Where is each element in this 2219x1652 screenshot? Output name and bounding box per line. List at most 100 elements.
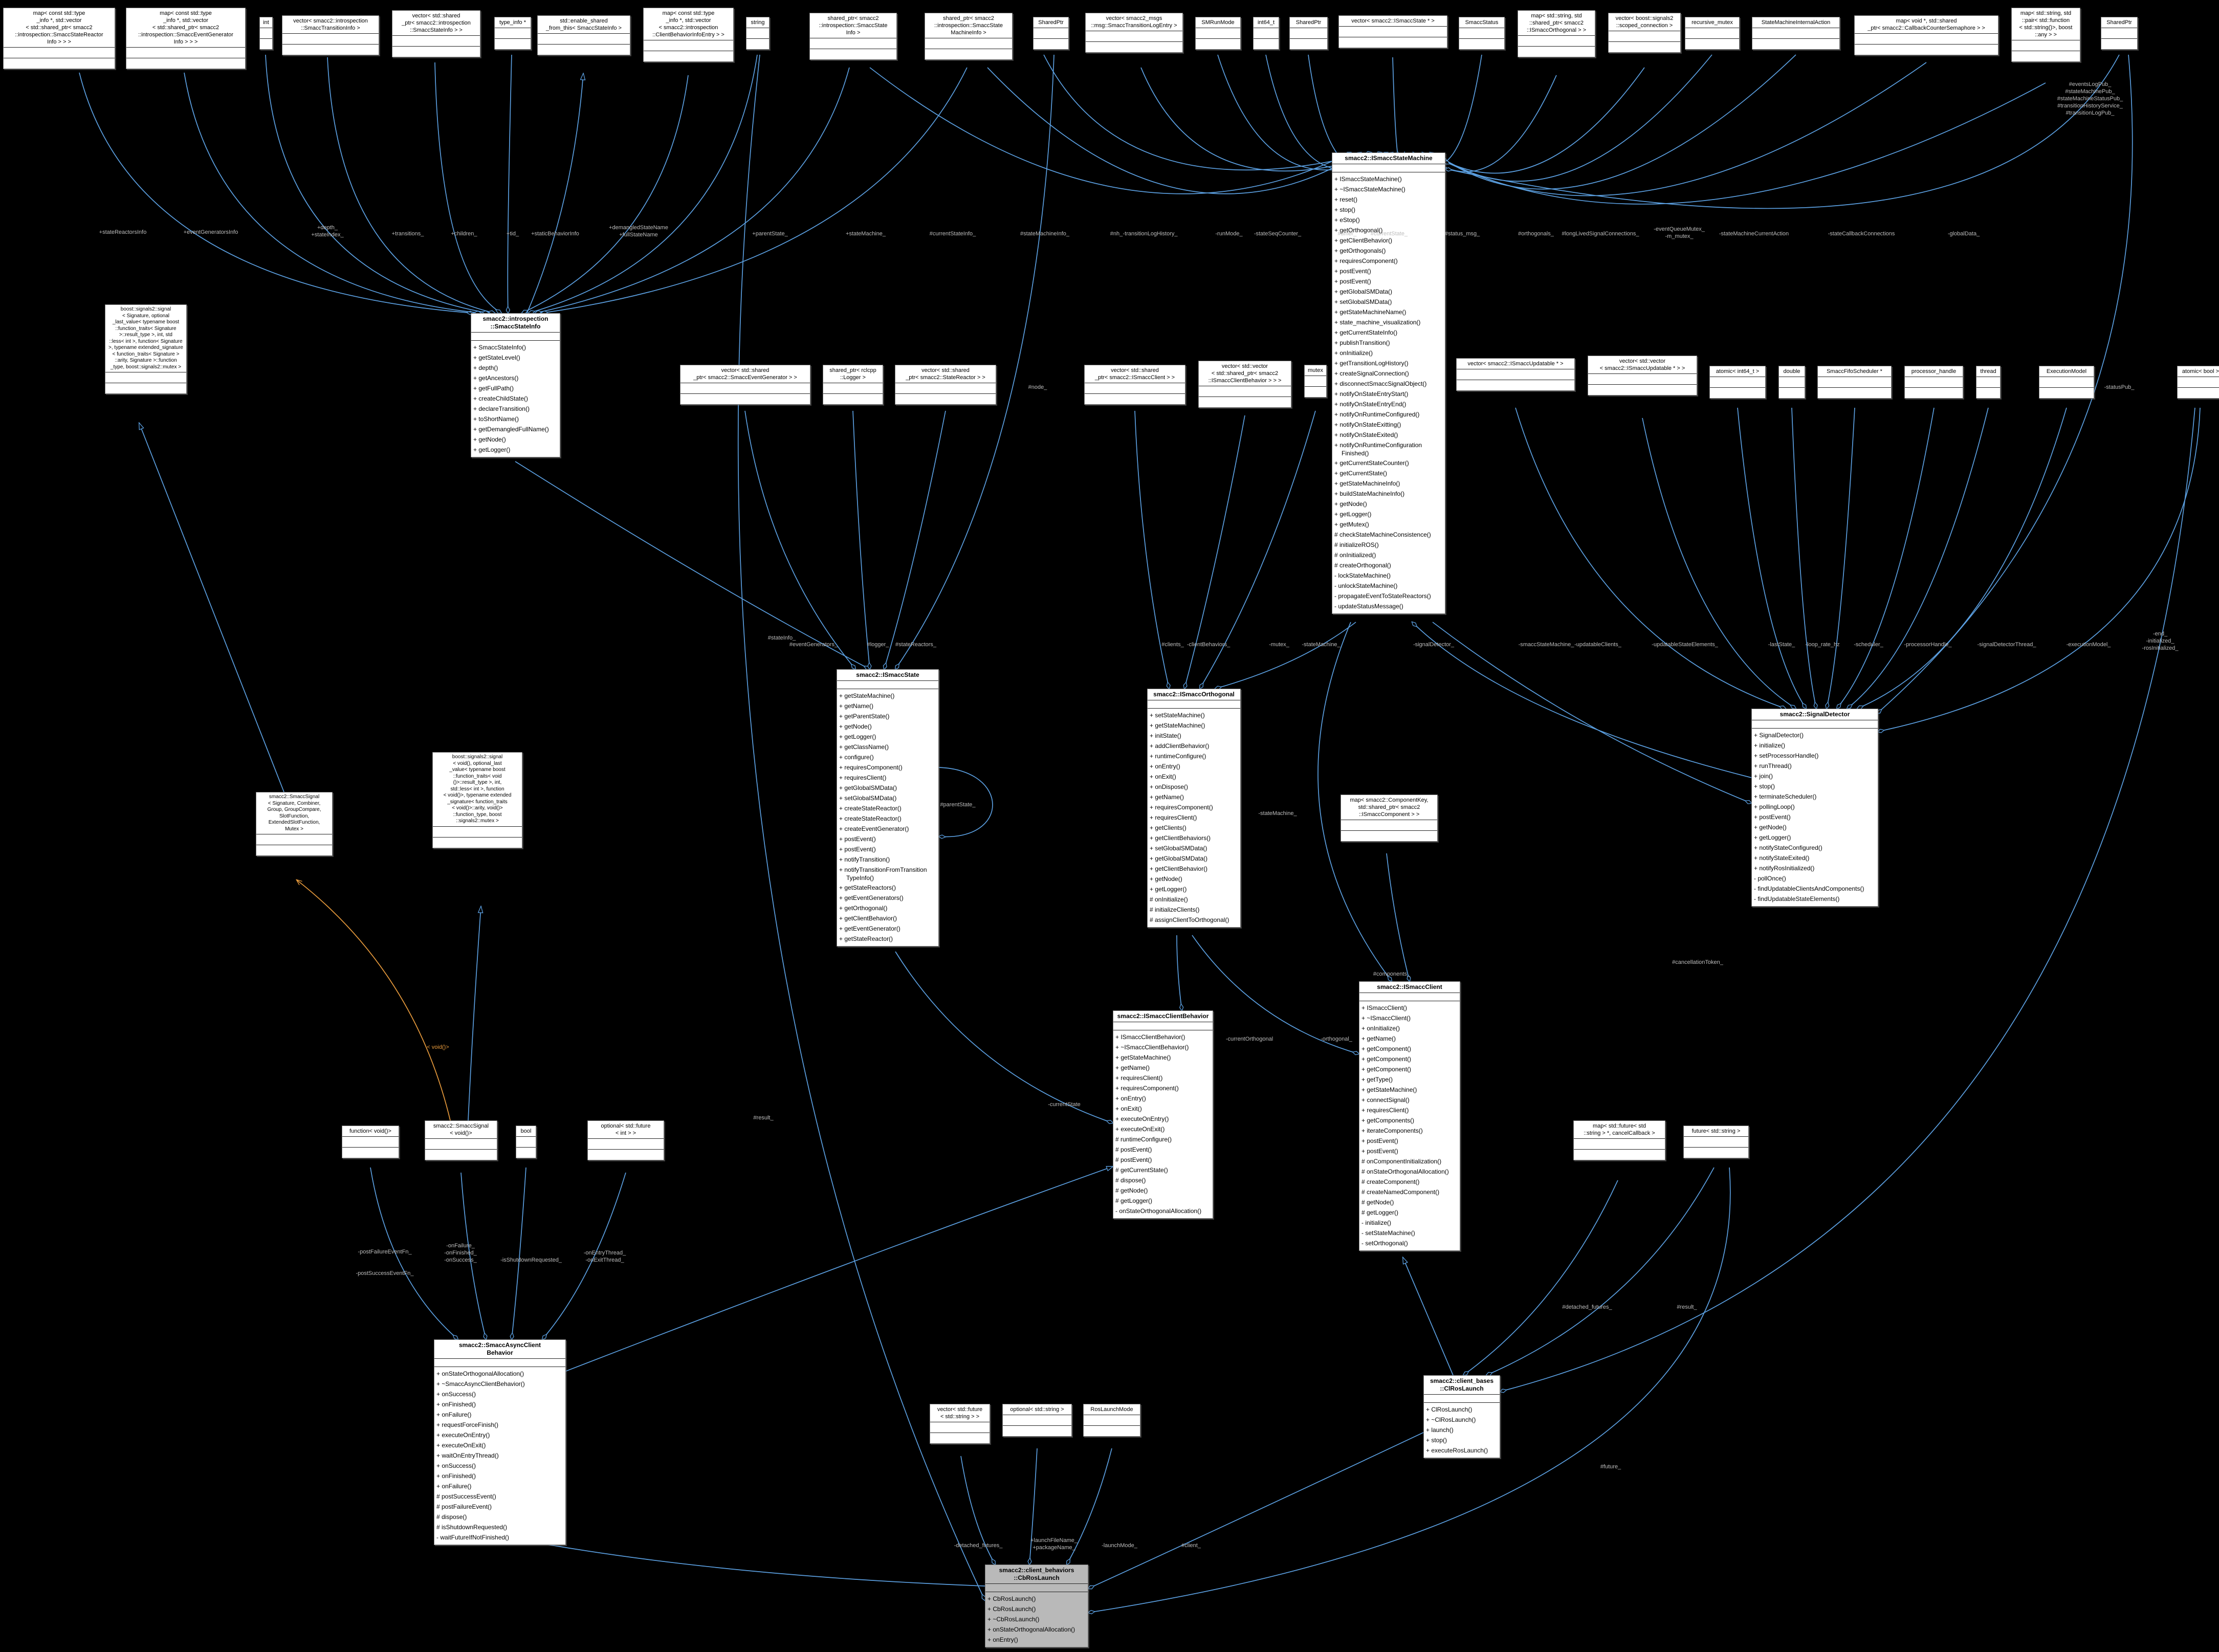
node-int64-t[interactable]: int64_t [1253,17,1279,50]
edge-label: -mutex_ [1269,642,1289,648]
node-map-componentkey[interactable]: map< smacc2::ComponentKey,std::shared_pt… [1341,795,1438,842]
edge-label: -transitionLogHistory_ [1123,231,1178,237]
node-atomic-int64[interactable]: atomic< int64_t > [1709,366,1766,399]
node-smaccsignal-template[interactable]: smacc2::SmaccSignal< Signature, Combiner… [256,792,333,856]
node-sharedptr-smaccstateinfo[interactable]: shared_ptr< smacc2::introspection::Smacc… [809,13,897,60]
node-roslaunchmode[interactable]: RosLaunchMode [1083,1404,1140,1437]
empty-compartment [895,394,996,404]
method-row: + stop() [1334,206,1356,213]
attributes-compartment [1424,1395,1500,1403]
method-row: # initializeClients() [1150,906,1200,913]
edge-label: +tid_ [506,231,519,237]
node-optional-string[interactable]: optional< std::string > [1002,1404,1072,1437]
method-row: + ~ISmaccStateMachine() [1334,186,1405,193]
node-recursive-mutex[interactable]: recursive_mutex [1685,17,1740,50]
node-double[interactable]: double [1778,366,1805,399]
method-row: + getLogger() [1334,511,1372,518]
method-row: # getLogger() [1361,1209,1399,1216]
node-vector-vector-ismaccclientbehavior[interactable]: vector< std::vector< std::shared_ptr< sm… [1198,361,1291,408]
method-row: - initialize() [1361,1219,1392,1226]
node-thread[interactable]: thread [1976,366,2001,399]
node-map-ismaccorthogonal[interactable]: map< std::string, std::shared_ptr< smacc… [1518,10,1595,57]
node-enable-shared-from-this[interactable]: std::enable_shared_from_this< SmaccState… [537,15,630,55]
node-vector-ismaccupdatable[interactable]: vector< smacc2::ISmaccUpdatable * > [1456,358,1575,391]
member-edge [512,1167,526,1339]
node-vector-future-string[interactable]: vector< std::future< std::string > > [930,1404,990,1444]
node-sharedptr-nh[interactable]: SharedPtr [1033,17,1069,50]
edge-label: #detached_futures_ [1562,1304,1612,1310]
edge-label: #eventGenerators_ [789,642,838,648]
node-clroslaunch[interactable]: smacc2::client_bases::ClRosLaunch+ ClRos… [1423,1375,1500,1458]
node-boost-signal-void[interactable]: boost::signals2::signal< void(), optiona… [432,752,522,848]
edge-label: #result_ [1677,1304,1697,1310]
node-map-smacceventgeneratorinfo[interactable]: map< const std::type_info *, std::vector… [126,8,246,69]
node-title-int: int [260,17,272,28]
edge-label: #timer_ [1337,231,1357,237]
node-ismaccstatemachine[interactable]: smacc2::ISmaccStateMachine+ ISmaccStateM… [1332,152,1445,614]
node-map-future-cancelcallback[interactable]: map< std::future< std::string > *, cance… [1573,1120,1665,1160]
member-edge [1386,853,1410,981]
node-boost-signal-signature[interactable]: boost::signals2::signal< Signature, opti… [105,304,187,394]
node-atomic-bool[interactable]: atomic< bool > [2177,366,2219,399]
node-processor-handle[interactable]: processor_handle [1904,366,1963,399]
node-title-map-globaldata: map< std::string, std::pair< std::functi… [2012,8,2080,40]
method-row: + onExit() [1150,773,1176,780]
node-ismaccorthogonal[interactable]: smacc2::ISmaccOrthogonal+ setStateMachin… [1147,689,1241,928]
node-executionmodel[interactable]: ExecutionModel [2039,366,2094,399]
node-vector-smacctransitioninfo[interactable]: vector< smacc2::introspection::SmaccTran… [282,15,379,55]
empty-compartment [1818,388,1891,398]
edge-label: < void()> [427,1044,449,1050]
node-smaccsignal-void[interactable]: smacc2::SmaccSignal< void()> [425,1120,497,1160]
node-vector-smacceventgenerator[interactable]: vector< std::shared_ptr< smacc2::SmaccEv… [680,365,810,405]
node-bool[interactable]: bool [516,1126,536,1158]
node-title-smaccsignal-void: smacc2::SmaccSignal< void()> [425,1121,497,1139]
empty-compartment [1290,28,1327,39]
empty-compartment [895,383,996,394]
node-statemachineinternalaction[interactable]: StateMachineInternalAction [1752,17,1840,50]
node-type-info-ptr[interactable]: type_info * [494,17,531,50]
node-smaccstateinfo[interactable]: smacc2::introspection::SmaccStateInfo+ S… [471,313,560,457]
node-ismaccclientbehavior[interactable]: smacc2::ISmaccClientBehavior+ ISmaccClie… [1113,1010,1213,1219]
edge-label: +staticBehaviorInfo [531,231,579,237]
node-optional-future-int[interactable]: optional< std::future< int > > [587,1120,664,1160]
node-ismaccstate[interactable]: smacc2::ISmaccState+ getStateMachine()+ … [837,669,939,946]
node-sharedptr-smaccstatemachineinfo[interactable]: shared_ptr< smacc2::introspection::Smacc… [925,13,1013,60]
node-function-void[interactable]: function< void()> [342,1126,399,1158]
member-edge [1642,417,1796,709]
node-string[interactable]: string [746,17,770,50]
node-smaccfifoscheduler[interactable]: SmaccFifoScheduler * [1817,366,1892,399]
node-vector-scoped-connection[interactable]: vector< boost::signals2::scoped_connecti… [1608,13,1681,53]
node-ismaccclient[interactable]: smacc2::ISmaccClient+ ISmaccClient()+ ~I… [1359,981,1460,1251]
node-vector-ismaccstate[interactable]: vector< smacc2::ISmaccState * > [1338,15,1447,48]
node-map-globaldata[interactable]: map< std::string, std::pair< std::functi… [2011,8,2080,62]
empty-compartment [2101,39,2137,49]
node-mutex[interactable]: mutex [1304,365,1327,398]
node-sharedptr-logger[interactable]: shared_ptr< rclcpp::Logger > [823,365,883,405]
node-vector-smacctransitionlogentry[interactable]: vector< smacc2_msgs::msg::SmaccTransitio… [1085,13,1183,53]
node-int[interactable]: int [259,17,273,50]
member-edge [1088,1167,1731,1613]
node-smaccstatus[interactable]: SmaccStatus [1459,17,1505,50]
node-vector-vector-ismaccupdatable[interactable]: vector< std::vector< smacc2::ISmaccUpdat… [1588,356,1697,395]
node-sharedptr-timer[interactable]: SharedPtr [1289,17,1328,50]
node-vector-sharedptr-smaccstateinfo[interactable]: vector< std::shared_ptr< smacc2::introsp… [392,10,480,57]
node-sharedptr-pubs[interactable]: SharedPtr [2101,17,2138,50]
node-cbroslaunch[interactable]: smacc2::client_behaviors::CbRosLaunch+ C… [985,1565,1088,1647]
method-row: + pollingLoop() [1754,803,1795,810]
edge-label: +eventGeneratorsInfo [183,229,238,235]
node-map-smaccstatereactorinfo[interactable]: map< const std::type_info *, std::vector… [3,8,115,69]
method-row: - onStateOrthogonalAllocation() [1115,1207,1202,1215]
member-edge [1435,54,1712,182]
node-vector-statereactor[interactable]: vector< std::shared_ptr< smacc2::StateRe… [895,365,996,405]
node-future-string[interactable]: future< std::string > [1683,1126,1749,1158]
node-vector-ismaccclient[interactable]: vector< std::shared_ptr< smacc2::ISmaccC… [1084,365,1185,405]
node-map-callbackcountersemaphore[interactable]: map< void *, std::shared_ptr< smacc2::Ca… [1854,15,1998,55]
empty-compartment [1339,27,1447,37]
node-smrunmode[interactable]: SMRunMode [1195,17,1241,50]
empty-compartment [1818,377,1891,388]
node-signaldetector[interactable]: smacc2::SignalDetector+ SignalDetector()… [1751,709,1878,907]
empty-compartment [1199,386,1291,397]
node-map-clientbehaviorinfoentry[interactable]: map< const std::type_info *, std::vector… [643,8,734,62]
node-title-function-void: function< void()> [342,1126,399,1137]
